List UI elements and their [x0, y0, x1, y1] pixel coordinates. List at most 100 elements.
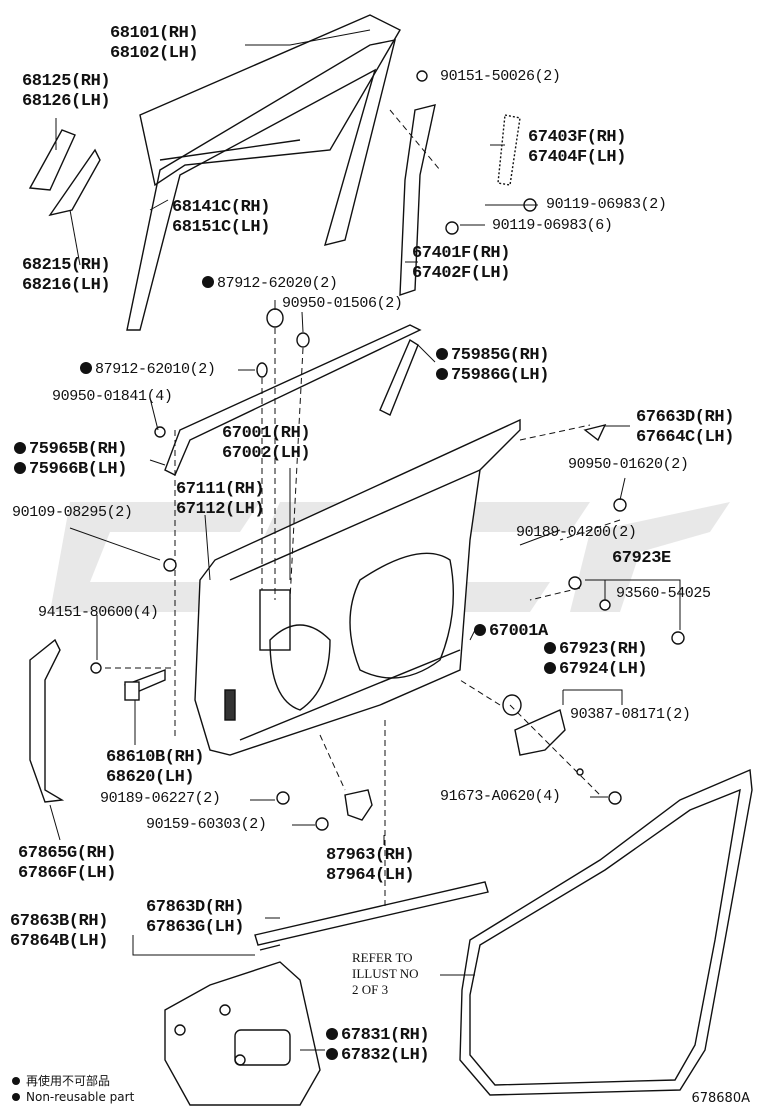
bracket-shape: [344, 789, 373, 821]
part-number: 68101(RH): [110, 24, 199, 43]
quarter-glass-shape: [28, 129, 76, 191]
part-number: 67866F(LH): [18, 864, 117, 883]
callout-service-cover: 67831(RH)67832(LH): [326, 1026, 430, 1066]
note-line: 2 OF 3: [352, 982, 389, 997]
callout-bolt-a: 90109-08295(2): [12, 504, 133, 521]
part-number: 87912-62020(2): [217, 275, 338, 292]
callout-weatherstrip-small: 68215(RH)68216(LH): [22, 256, 111, 296]
non-reusable-dot-icon: [474, 624, 486, 636]
callout-clip-c: 90950-01841(4): [52, 388, 173, 405]
callout-plug-c: 87912-62010(2): [80, 361, 216, 379]
non-reusable-dot-icon: [14, 442, 26, 454]
callout-run-channel: 68141C(RH)68151C(LH): [172, 198, 270, 238]
non-reusable-dot-icon: [326, 1048, 338, 1060]
callout-garnish: 67865G(RH)67866F(LH): [18, 844, 116, 884]
part-number: 68215(RH): [22, 256, 111, 275]
non-reusable-dot-icon: [436, 368, 448, 380]
callout-belt-moulding: 75965B(RH)75966B(LH): [14, 440, 127, 480]
part-number: 67403F(RH): [528, 128, 627, 147]
part-number: 75965B(RH): [29, 440, 128, 459]
callout-quarter-glass: 68125(RH)68126(LH): [22, 72, 111, 112]
garnish-shape: [29, 638, 65, 803]
part-number: 67832(LH): [341, 1046, 430, 1065]
non-reusable-dot-icon: [12, 1077, 20, 1085]
seal-piece-shape: [514, 709, 566, 756]
part-number: 87912-62010(2): [95, 361, 216, 378]
part-number: 67404F(LH): [528, 148, 627, 167]
callout-clip-d: 90950-01620(2): [568, 456, 689, 473]
part-number: 67663D(RH): [636, 408, 735, 427]
part-number: 87964(LH): [326, 866, 415, 885]
part-number: 67402F(LH): [412, 264, 511, 283]
callout-plug-b: 90950-01506(2): [282, 295, 403, 312]
callout-frame-cover: 67663D(RH)67664C(LH): [636, 408, 734, 448]
callout-plug-a: 87912-62020(2): [202, 275, 338, 293]
non-reusable-dot-icon: [544, 662, 556, 674]
callout-check-arm: 68610B(RH)68620(LH): [106, 748, 204, 788]
part-number: 67923(RH): [559, 640, 648, 659]
part-number: 68125(RH): [22, 72, 111, 91]
note-line: REFER TO: [352, 950, 413, 965]
sash-cover-shape: [497, 114, 521, 186]
non-reusable-dot-icon: [12, 1093, 20, 1101]
part-number: 67864B(LH): [10, 932, 109, 951]
callout-hinge-pin: 67111(RH)67112(LH): [176, 480, 265, 520]
part-number: 68141C(RH): [172, 198, 271, 217]
part-number: 67863G(LH): [146, 918, 245, 937]
part-number: 75986G(LH): [451, 366, 550, 385]
non-reusable-dot-icon: [326, 1028, 338, 1040]
rear-moulding-shape: [379, 338, 419, 416]
part-number: 67863D(RH): [146, 898, 245, 917]
diagram-code: 678680A: [691, 1091, 750, 1106]
part-number: 75966B(LH): [29, 460, 128, 479]
callout-clip-e: 90189-04200(2): [516, 524, 637, 541]
callout-door-sub: 67001A: [474, 622, 548, 642]
callout-nut-a: 94151-80600(4): [38, 604, 159, 621]
part-number: 67401F(RH): [412, 244, 511, 263]
callout-seal-pair: 67923(RH)67924(LH): [544, 640, 648, 680]
rear-frame-shape: [399, 104, 436, 296]
non-reusable-dot-icon: [436, 348, 448, 360]
door-panel-shape: [194, 418, 521, 756]
part-number: 67831(RH): [341, 1026, 430, 1045]
callout-clip-g: 90189-06227(2): [100, 790, 221, 807]
part-number: 67664C(LH): [636, 428, 735, 447]
service-cover-shape: [164, 961, 321, 1106]
callout-lower-weather: 67863D(RH)67863G(LH): [146, 898, 244, 938]
callout-clip-a: 90119-06983(2): [546, 196, 667, 213]
callout-lower-strip: 67863B(RH)67864B(LH): [10, 912, 108, 952]
legend-en: Non-reusable part: [12, 1090, 134, 1104]
part-number: 67111(RH): [176, 480, 265, 499]
callout-frame-rear: 67401F(RH)67402F(LH): [412, 244, 510, 284]
part-number: 68126(LH): [22, 92, 111, 111]
lower-weatherstrip-shape: [254, 881, 489, 946]
part-number: 67863B(RH): [10, 912, 109, 931]
callout-clip-f: 90387-08171(2): [570, 706, 691, 723]
callout-sash-cover: 67403F(RH)67404F(LH): [528, 128, 626, 168]
callout-bracket: 87963(RH)87964(LH): [326, 846, 415, 886]
callout-clip-b: 90119-06983(6): [492, 217, 613, 234]
part-number: 68610B(RH): [106, 748, 205, 767]
part-number: 68151C(LH): [172, 218, 271, 237]
frame-cover-shape: [583, 423, 607, 442]
plug-shape: [266, 308, 284, 328]
part-number: 68620(LH): [106, 768, 195, 787]
door-opening-seal-shape: [459, 768, 753, 1096]
callout-glass: 68101(RH)68102(LH): [110, 24, 199, 64]
part-number: 68102(LH): [110, 44, 199, 63]
quarter-weatherstrip-shape: [48, 148, 101, 217]
part-number: 75985G(RH): [451, 346, 550, 365]
callout-moulding-rear: 75985G(RH)75986G(LH): [436, 346, 549, 386]
run-channel-shape: [126, 39, 396, 331]
part-number: 67865G(RH): [18, 844, 117, 863]
part-number: 67002(LH): [222, 444, 311, 463]
non-reusable-dot-icon: [202, 276, 214, 288]
note-line: ILLUST NO: [352, 966, 419, 981]
non-reusable-dot-icon: [80, 362, 92, 374]
callout-door-panel: 67001(RH)67002(LH): [222, 424, 311, 464]
part-number: 67924(LH): [559, 660, 648, 679]
legend-cn: 再使用不可部品: [12, 1072, 110, 1089]
callout-screw-g: 90159-60303(2): [146, 816, 267, 833]
